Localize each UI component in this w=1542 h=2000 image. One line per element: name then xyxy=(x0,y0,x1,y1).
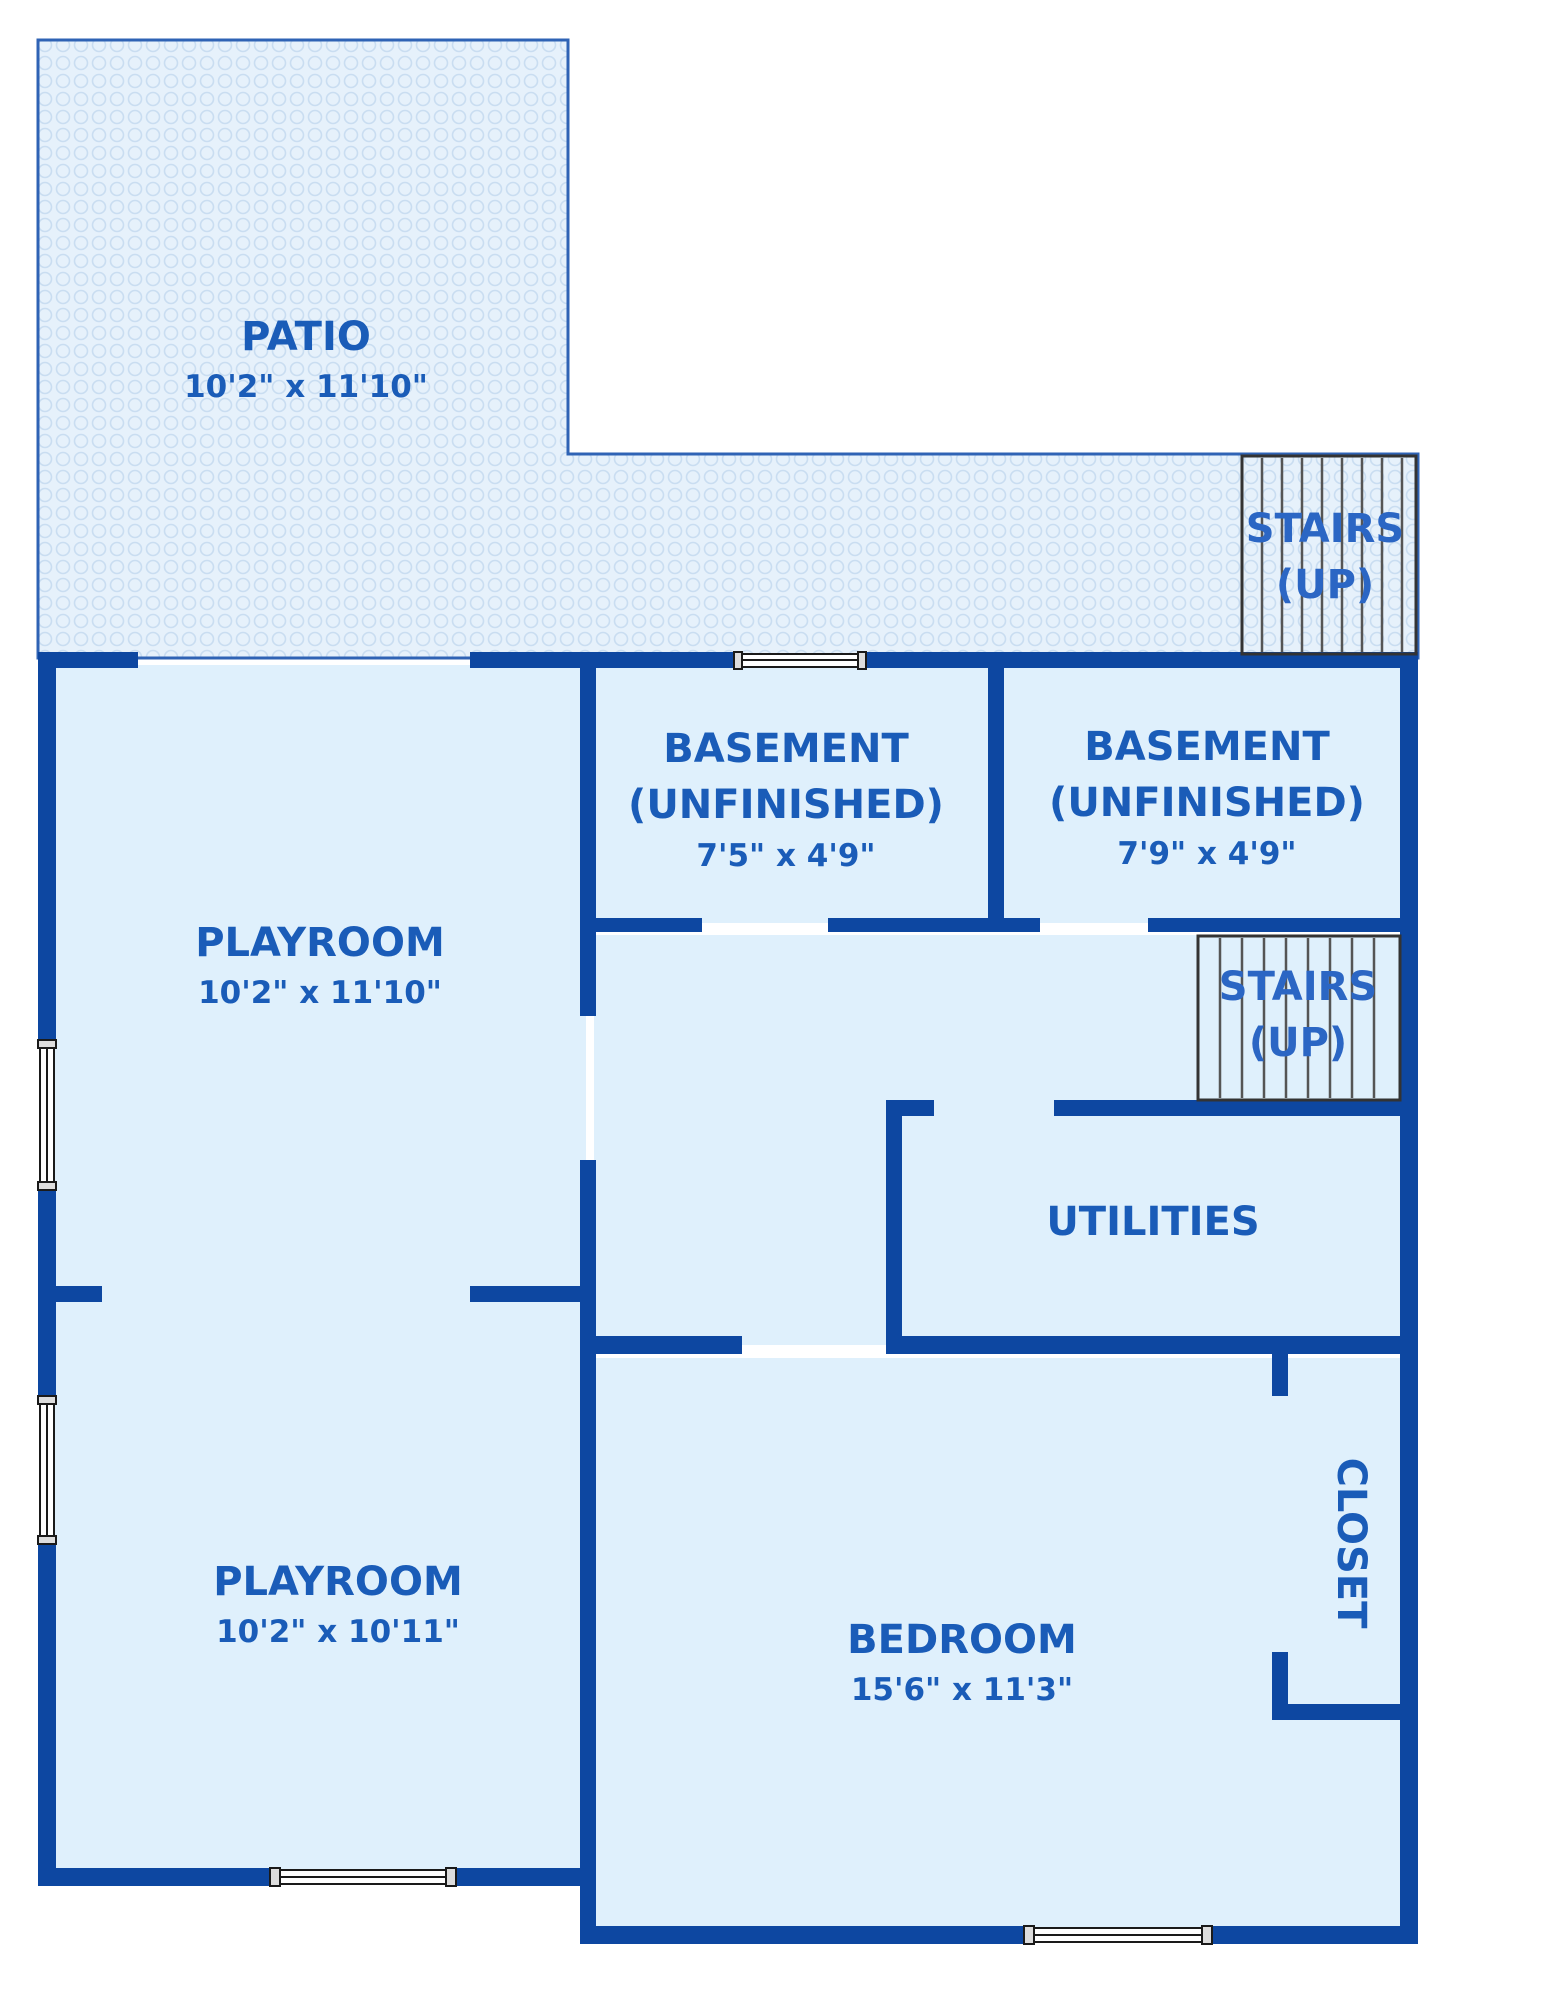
wall-top-left xyxy=(38,652,138,668)
stairs-top-label-1: STAIRS xyxy=(1246,506,1404,552)
wall-middle-upper xyxy=(580,652,596,1016)
hall-floor xyxy=(594,935,1402,1345)
basement-1-floor xyxy=(594,668,990,923)
closet-name: CLOSET xyxy=(1328,1458,1374,1630)
wall-basement-divider xyxy=(988,652,1004,928)
basement-1-name-2: (UNFINISHED) xyxy=(628,782,944,828)
utilities-name: UTILITIES xyxy=(1046,1199,1259,1245)
wall-left-lower xyxy=(38,1540,56,1886)
window-bedroom-bottom xyxy=(1023,1925,1213,1945)
interior-floors xyxy=(46,665,1402,1938)
basement-2-name-1: BASEMENT xyxy=(1084,724,1330,770)
window-top-basement xyxy=(733,651,867,670)
wall-playroom-stub-right xyxy=(470,1286,592,1302)
stairs-mid xyxy=(1196,934,1402,1102)
wall-utilities-top-2 xyxy=(1054,1100,1418,1116)
basement-1-name-1: BASEMENT xyxy=(663,726,909,772)
wall-playroom-bottom-right xyxy=(456,1868,592,1886)
wall-basement-bottom-1 xyxy=(580,918,702,932)
windows xyxy=(37,651,1213,1945)
wall-right xyxy=(1400,652,1418,1942)
wall-middle-lower xyxy=(580,1160,596,1942)
stairs-top-outline xyxy=(1240,454,1418,656)
playroom-2-name: PLAYROOM xyxy=(213,1559,463,1605)
stairs-mid-label-2: (UP) xyxy=(1249,1020,1347,1066)
bedroom-dims: 15'6" x 11'3" xyxy=(851,1672,1073,1708)
playroom-2-dims: 10'2" x 10'11" xyxy=(216,1614,460,1650)
playroom-floor xyxy=(46,665,586,1873)
wall-playroom-bottom-left xyxy=(38,1868,274,1886)
wall-hall-bottom-right xyxy=(886,1336,1418,1354)
basement-2-dims: 7'9" x 4'9" xyxy=(1117,836,1296,872)
wall-top-mid xyxy=(470,652,738,668)
wall-closet-left-bottom xyxy=(1272,1652,1288,1720)
wall-bedroom-bottom-right xyxy=(1212,1926,1418,1944)
playroom-1-name: PLAYROOM xyxy=(195,920,445,966)
window-left-upper xyxy=(37,1039,57,1191)
wall-closet-bottom xyxy=(1272,1704,1418,1720)
stairs-top xyxy=(1240,454,1418,656)
wall-closet-left-top xyxy=(1272,1336,1288,1396)
bedroom-name: BEDROOM xyxy=(847,1617,1077,1663)
stairs-top-label-2: (UP) xyxy=(1276,562,1374,608)
basement-2-floor xyxy=(1002,668,1402,923)
stairs-top-treads xyxy=(1260,458,1404,652)
basement-1-dims: 7'5" x 4'9" xyxy=(696,838,875,874)
wall-bedroom-bottom-left xyxy=(580,1926,1028,1944)
wall-left-upper xyxy=(38,652,56,1044)
wall-utilities-left xyxy=(886,1100,902,1350)
window-left-lower xyxy=(37,1395,57,1545)
wall-hall-bottom-left xyxy=(580,1336,742,1354)
basement-2-name-2: (UNFINISHED) xyxy=(1049,780,1365,826)
window-playroom-bottom xyxy=(269,1867,457,1887)
walls xyxy=(38,652,1418,1944)
wall-playroom-stub-left xyxy=(38,1286,102,1302)
patio-dims: 10'2" x 11'10" xyxy=(184,369,428,405)
bedroom-floor xyxy=(594,1358,1402,1938)
wall-basement-bottom-2 xyxy=(828,918,1040,932)
patio-name: PATIO xyxy=(241,314,371,360)
wall-utilities-top-1 xyxy=(886,1100,934,1116)
stairs-mid-label-1: STAIRS xyxy=(1219,964,1377,1010)
room-labels: PATIO 10'2" x 11'10" STAIRS (UP) BASEMEN… xyxy=(184,314,1404,1708)
stairs-mid-treads xyxy=(1218,938,1376,1098)
wall-basement-bottom-3 xyxy=(1148,918,1418,932)
playroom-1-dims: 10'2" x 11'10" xyxy=(198,975,442,1011)
stairs-mid-outline xyxy=(1196,934,1402,1102)
